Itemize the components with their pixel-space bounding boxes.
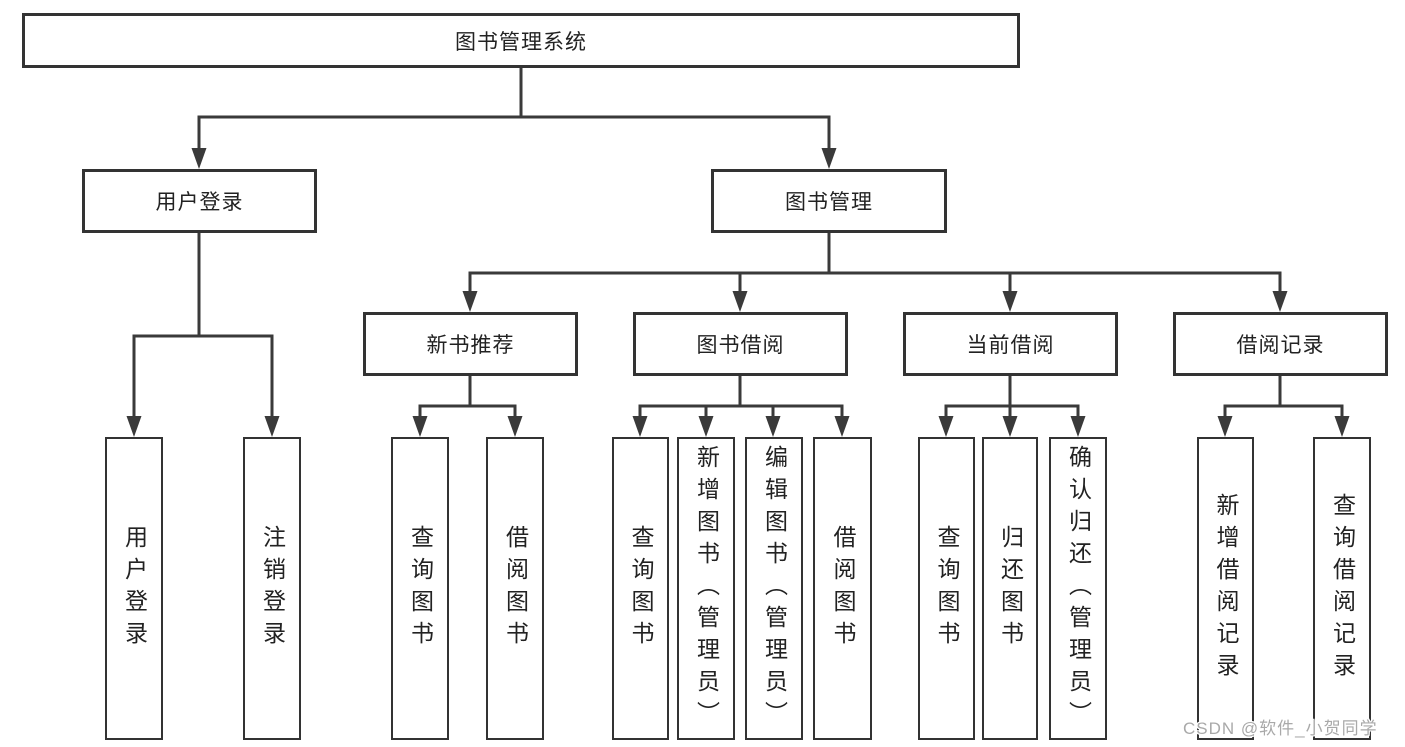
leaf-borrowing-query-books: 查询图书 [612, 437, 669, 740]
leaf-label: 查询借阅记录 [1329, 492, 1356, 685]
arrow-down-icons [126, 148, 1350, 437]
leaf-label: 查询图书 [628, 524, 654, 653]
leaf-label: 用户登录 [121, 524, 148, 653]
leaf-user-login: 用户登录 [105, 437, 163, 740]
leaf-recommend-borrow-books: 借阅图书 [486, 437, 544, 740]
node-book-management: 图书管理 [711, 169, 947, 233]
node-user-login: 用户登录 [82, 169, 317, 233]
leaf-label: 借阅图书 [830, 524, 856, 653]
leaf-label: 确认归还（管理员） [1065, 444, 1092, 733]
leaf-current-return-books: 归还图书 [982, 437, 1038, 740]
leaf-current-confirm-return: 确认归还（管理员） [1049, 437, 1107, 740]
node-borrowing-records: 借阅记录 [1173, 312, 1388, 376]
leaf-borrowing-edit-books: 编辑图书（管理员） [745, 437, 803, 740]
leaf-current-query-books: 查询图书 [918, 437, 975, 740]
leaf-borrowing-borrow-books: 借阅图书 [813, 437, 872, 740]
node-book-borrowing: 图书借阅 [633, 312, 848, 376]
leaf-label: 归还图书 [997, 524, 1024, 653]
leaf-records-query-record: 查询借阅记录 [1313, 437, 1371, 740]
watermark: CSDN @软件_小贺同学 [1183, 719, 1378, 738]
leaf-label: 借阅图书 [502, 524, 529, 653]
leaf-label: 查询图书 [407, 524, 434, 653]
leaf-label: 新增图书（管理员） [693, 444, 720, 733]
leaf-borrowing-add-books: 新增图书（管理员） [677, 437, 735, 740]
node-library-management-system: 图书管理系统 [22, 13, 1020, 68]
leaf-recommend-query-books: 查询图书 [391, 437, 449, 740]
node-new-book-recommendation: 新书推荐 [363, 312, 578, 376]
leaf-logout: 注销登录 [243, 437, 301, 740]
leaf-records-add-record: 新增借阅记录 [1197, 437, 1254, 740]
leaf-label: 新增借阅记录 [1213, 492, 1239, 685]
node-current-borrowing: 当前借阅 [903, 312, 1118, 376]
leaf-label: 查询图书 [934, 524, 960, 653]
leaf-label: 注销登录 [259, 524, 286, 653]
leaf-label: 编辑图书（管理员） [761, 444, 788, 733]
